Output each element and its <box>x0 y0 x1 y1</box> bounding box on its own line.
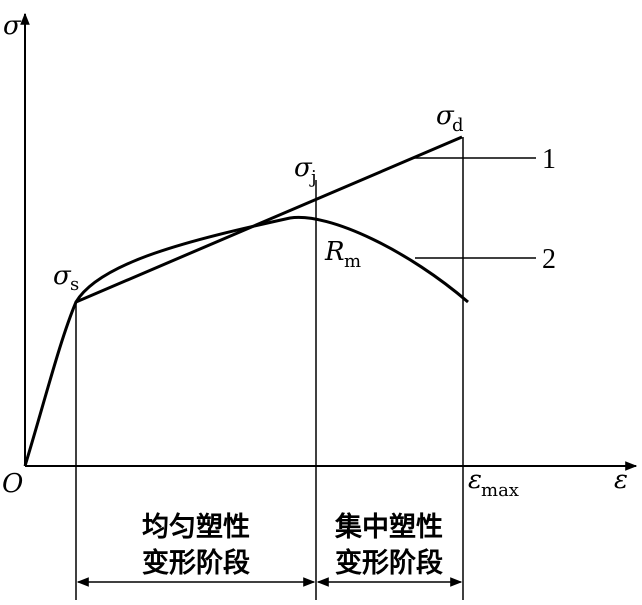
concentrated-stage-label-line2: 变形阶段 <box>335 547 443 579</box>
uniform-stage-label-line2: 变形阶段 <box>142 547 250 579</box>
svg-text:σ: σ <box>53 261 72 291</box>
curve-2-label: 2 <box>542 244 556 275</box>
curve-2 <box>74 215 469 304</box>
curve-1 <box>23 135 463 467</box>
concentrated-stage-label-line1: 集中塑性 <box>334 511 443 543</box>
eps-max-label: ε max <box>468 465 519 501</box>
y-axis-label: σ <box>3 11 22 41</box>
sigma-j-label: σ j <box>294 153 317 188</box>
curve-1-label: 1 <box>542 144 556 175</box>
svg-text:d: d <box>452 115 464 136</box>
svg-text:s: s <box>70 274 79 295</box>
sigma-s-label: σ s <box>53 261 79 295</box>
svg-text:max: max <box>481 480 519 501</box>
svg-text:m: m <box>344 251 361 272</box>
uniform-stage-label-line1: 均匀塑性 <box>142 512 250 543</box>
svg-text:σ: σ <box>294 153 313 183</box>
svg-text:j: j <box>309 167 317 188</box>
svg-text:R: R <box>324 237 345 267</box>
origin-label: O <box>2 469 23 499</box>
r-m-label: R m <box>324 237 361 272</box>
sigma-d-label: σ d <box>436 101 464 136</box>
svg-text:ε: ε <box>468 465 482 495</box>
x-axis-label: ε <box>614 465 628 495</box>
svg-text:σ: σ <box>436 101 455 131</box>
